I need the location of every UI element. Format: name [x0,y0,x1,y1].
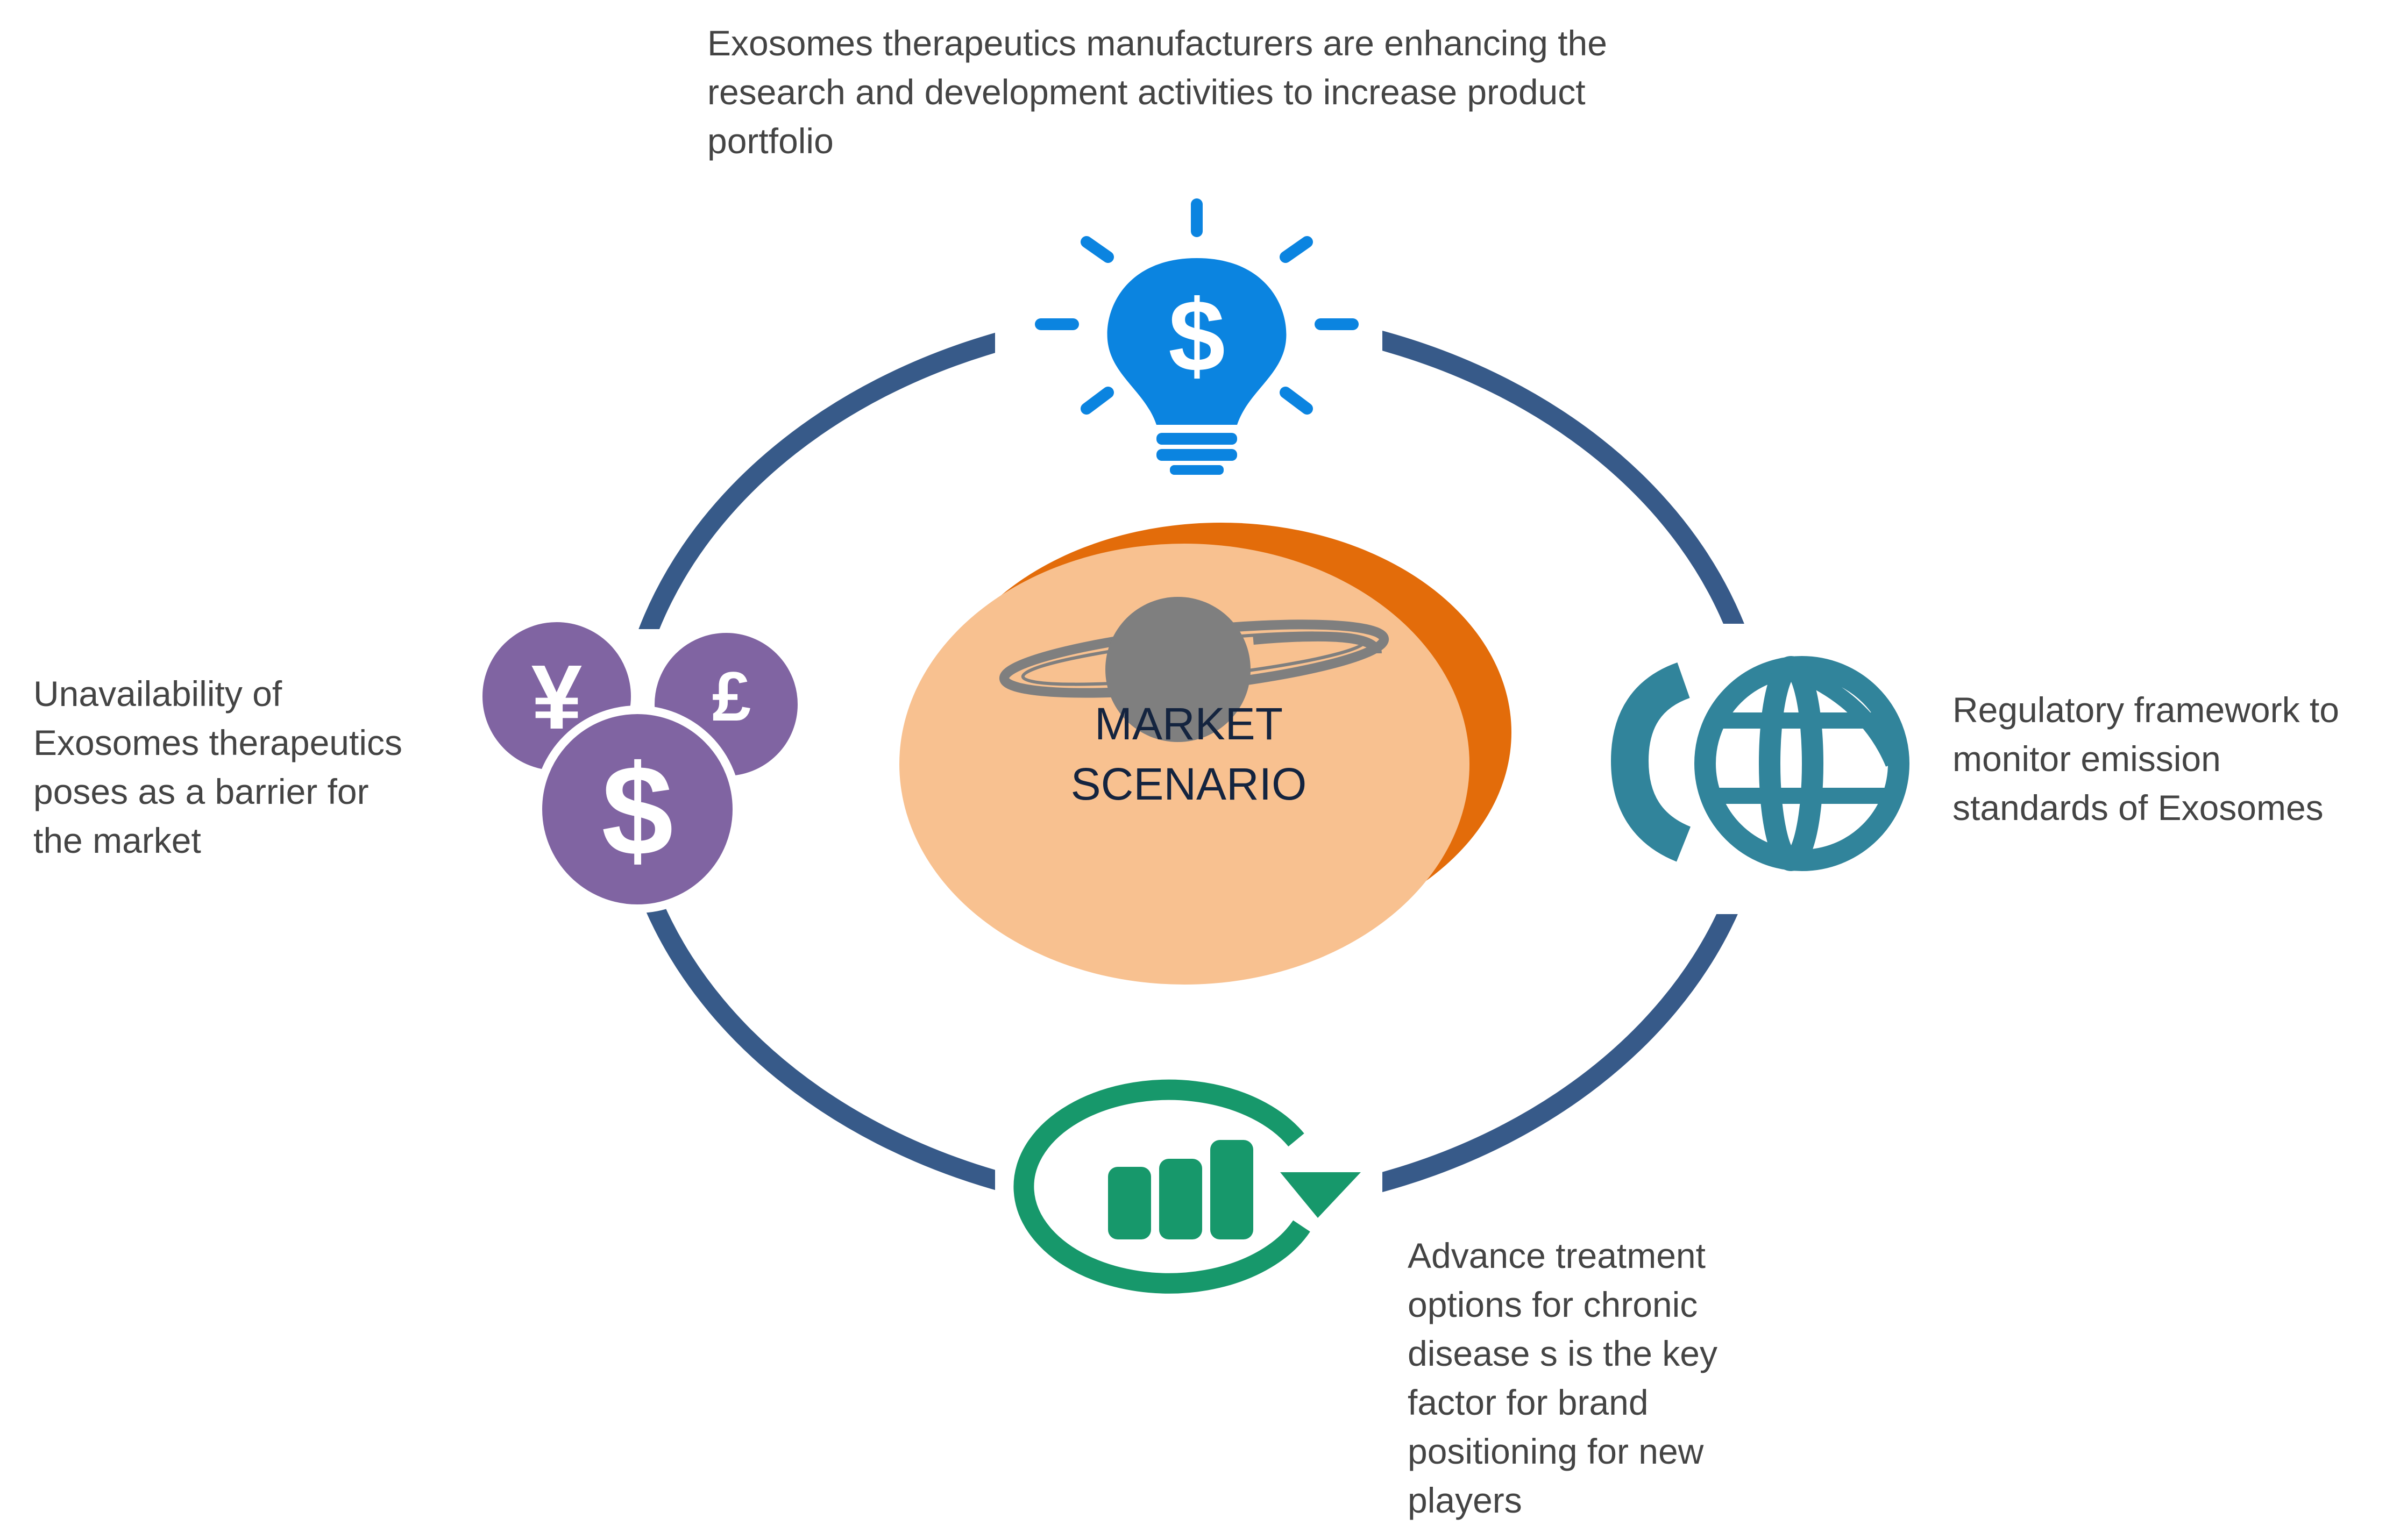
lightbulb-dollar-icon: $ [1035,198,1359,475]
market-scenario-circle [899,523,1511,985]
globe-icon [1610,656,1909,871]
bottom-node-text: Advance treatment options for chronic di… [1408,1236,1717,1520]
currency-coins-icon: ¥ £ $ [475,615,805,913]
svg-text:$: $ [1168,279,1225,393]
svg-text:$: $ [601,738,673,882]
svg-text:£: £ [712,657,751,736]
planet-icon [999,597,1389,742]
right-node-text: Regulatory framework to monitor emission… [1952,690,2339,828]
left-node-text: Unavailability of Exosomes therapeutics … [33,674,403,860]
center-title: MARKET SCENARIO [1070,698,1307,809]
top-node-text: Exosomes therapeutics manufacturers are … [707,23,1607,161]
growth-chart-cycle-icon [1013,1079,1361,1294]
